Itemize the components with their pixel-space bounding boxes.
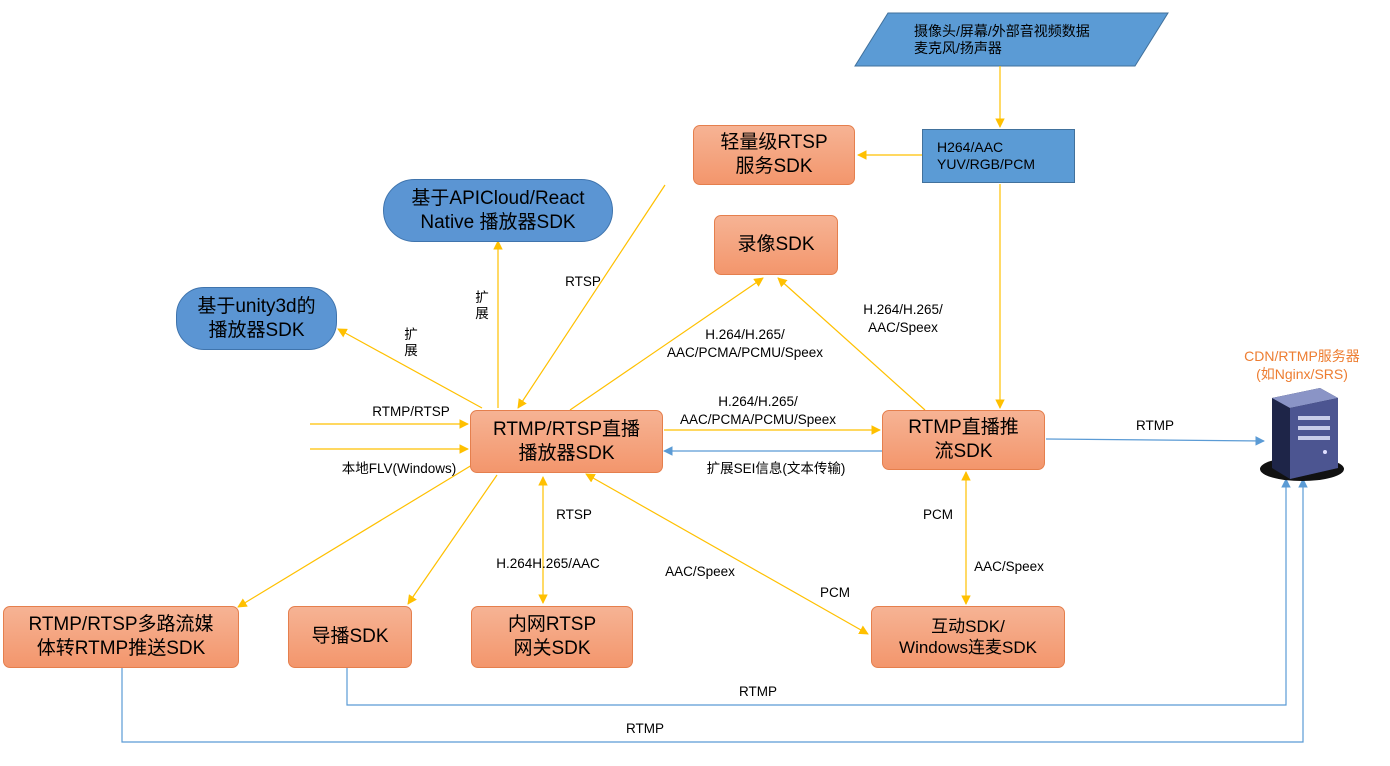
interactive-sdk-box: 互动SDK/ Windows连麦SDK <box>871 606 1065 668</box>
label-rtmp-in: RTMP/RTSP <box>372 404 450 419</box>
raw-format-box: H264/AAC YUV/RGB/PCM <box>922 129 1075 183</box>
label-sei: 扩展SEI信息(文本传输) <box>706 461 846 476</box>
label-director-rtmp: RTMP <box>738 684 777 699</box>
label-publisher-pcm: PCM <box>923 507 953 522</box>
publisher-sdk-box: RTMP直播推 流SDK <box>882 410 1045 470</box>
rtsp-server-sdk-box: 轻量级RTSP 服务SDK <box>693 125 855 185</box>
apicloud-player-sdk-box: 基于APICloud/React Native 播放器SDK <box>383 179 613 242</box>
edge-player-interactive <box>585 473 869 635</box>
label-interactive-aac: AAC/Speex <box>665 564 735 579</box>
edge-relay-to-cdn <box>121 478 1308 743</box>
edge-director-to-cdn <box>346 478 1291 706</box>
label-rtmp-out: RTMP <box>1135 418 1174 433</box>
cdn-server-label: CDN/RTMP服务器 (如Nginx/SRS) <box>1244 348 1360 383</box>
label-rtsp-top: RTSP <box>565 274 601 289</box>
unity-player-sdk-box: 基于unity3d的 播放器SDK <box>176 287 337 350</box>
label-gateway-rtsp: RTSP <box>556 507 592 522</box>
edge-rtsp-server-to-player <box>517 184 666 409</box>
label-ext-apicloud: 扩 展 <box>475 290 489 322</box>
label-local-flv: 本地FLV(Windows) <box>341 461 457 476</box>
source-data-shape <box>854 12 1169 67</box>
gateway-sdk-box: 内网RTSP 网关SDK <box>471 606 633 668</box>
label-relay-rtmp: RTMP <box>625 721 664 736</box>
edge-player-to-relay <box>237 464 473 608</box>
label-rec-from-publisher: H.264/H.265/ AAC/Speex <box>863 302 943 335</box>
label-gateway-codec: H.264H.265/AAC <box>496 556 600 571</box>
edge-publisher-to-recorder <box>777 277 926 411</box>
relay-sdk-box: RTMP/RTSP多路流媒 体转RTMP推送SDK <box>3 606 239 668</box>
recorder-sdk-box: 录像SDK <box>714 215 838 275</box>
label-player-to-publisher: H.264/H.265/ AAC/PCMA/PCMU/Speex <box>679 394 837 427</box>
edge-player-to-unity <box>337 328 483 409</box>
edge-player-to-recorder <box>569 277 764 411</box>
source-data-label: 摄像头/屏幕/外部音视频数据 麦克风/扬声器 <box>914 22 1090 57</box>
edge-player-to-director <box>407 474 498 605</box>
label-publisher-aac: AAC/Speex <box>974 559 1044 574</box>
label-ext-unity: 扩 展 <box>404 327 418 359</box>
server-icon <box>1260 388 1344 481</box>
player-sdk-box: RTMP/RTSP直播 播放器SDK <box>470 410 663 473</box>
edge-publisher-to-cdn <box>1045 436 1265 446</box>
label-interactive-pcm: PCM <box>820 585 850 600</box>
director-sdk-box: 导播SDK <box>288 606 412 668</box>
label-rec-from-player: H.264/H.265/ AAC/PCMA/PCMU/Speex <box>666 327 824 360</box>
